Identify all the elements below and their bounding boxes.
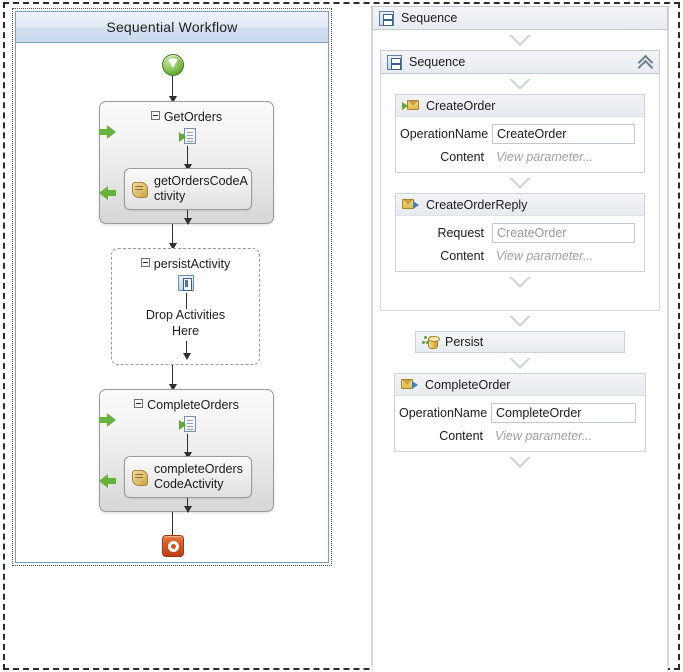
activity-createorderreply-header[interactable]: CreateOrderReply: [396, 194, 644, 216]
activity-persistactivity-header[interactable]: persistActivity: [112, 257, 259, 271]
activity-createorder-header[interactable]: CreateOrder: [396, 95, 644, 117]
persist-icon: [178, 275, 194, 291]
connector-persist-bottom: [182, 341, 191, 360]
activity-createorderreply[interactable]: CreateOrderReply Request CreateOrder Con…: [395, 193, 645, 272]
activity-completeorder-header[interactable]: CompleteOrder: [395, 374, 645, 396]
content-view-parameter-link[interactable]: View parameter...: [495, 429, 593, 443]
activity-completeorders-header[interactable]: CompleteOrders: [100, 398, 273, 412]
code-scroll-icon: [131, 181, 148, 198]
chevron-double-up-icon[interactable]: [637, 54, 653, 70]
connector-getorders-to-persist: [168, 224, 177, 250]
sequential-workflow-surface[interactable]: Sequential Workflow GetOrders: [15, 11, 329, 563]
activity-persistactivity[interactable]: persistActivity Drop Activities Here: [111, 248, 260, 365]
activity-completeorder[interactable]: CompleteOrder OperationName CompleteOrde…: [394, 373, 646, 452]
outer-sequence-header[interactable]: Sequence: [372, 6, 668, 30]
receive-document-icon: [179, 128, 196, 144]
connector-getorders-inner: [183, 146, 192, 171]
connector-completeorders-bottom: [183, 498, 192, 513]
connector-completeorders-inner: [183, 434, 192, 459]
workflow-canvas[interactable]: GetOrders getOrdersCodeActivity: [16, 43, 328, 562]
activity-persist-title: Persist: [445, 335, 484, 349]
connector-completeorders-to-end: [172, 512, 173, 536]
drop-target-arrow[interactable]: [373, 311, 667, 331]
sequence-icon: [387, 54, 402, 70]
inner-sequence-title: Sequence: [409, 55, 466, 69]
start-icon[interactable]: [162, 54, 184, 76]
activity-createorderreply-title: CreateOrderReply: [426, 197, 528, 212]
activity-completeorder-title: CompleteOrder: [425, 377, 511, 392]
activity-label: completeOrdersCodeActivity: [154, 462, 243, 491]
field-row: Content View parameter...: [399, 429, 636, 443]
field-label: Request: [437, 226, 484, 240]
page-title: Sequential Workflow: [16, 12, 328, 43]
content-view-parameter-link[interactable]: View parameter...: [496, 249, 594, 263]
send-reply-message-icon: [402, 198, 419, 211]
operationname-input[interactable]: CreateOrder: [492, 124, 635, 144]
field-row: Content View parameter...: [400, 150, 635, 164]
field-row: OperationName CreateOrder: [400, 124, 635, 144]
stop-icon[interactable]: [162, 535, 184, 557]
activity-createorder-body: OperationName CreateOrder Content View p…: [396, 117, 644, 172]
send-reply-message-icon: [401, 378, 418, 391]
content-view-parameter-link[interactable]: View parameter...: [496, 150, 594, 164]
operationname-input[interactable]: CompleteOrder: [491, 403, 636, 423]
drop-target-arrow[interactable]: [373, 353, 667, 373]
field-row: OperationName CompleteOrder: [399, 403, 636, 423]
activity-createorder-title: CreateOrder: [426, 98, 496, 113]
drop-activities-hint-line1: Drop Activities: [145, 308, 226, 322]
activity-createorder[interactable]: CreateOrder OperationName CreateOrder Co…: [395, 94, 645, 173]
drop-target-arrow[interactable]: [381, 272, 659, 292]
collapse-expander-icon[interactable]: [150, 111, 160, 120]
drop-activities-hint-line2: Here: [171, 324, 200, 338]
receive-document-icon: [179, 416, 196, 432]
wf4-sequence-pane[interactable]: Sequence Sequence: [371, 6, 669, 672]
code-scroll-icon: [131, 469, 148, 486]
activity-createorderreply-body: Request CreateOrder Content View paramet…: [396, 216, 644, 271]
sequential-workflow-pane[interactable]: Sequential Workflow GetOrders: [12, 8, 332, 566]
persist-database-icon: [422, 335, 440, 350]
activity-label: getOrdersCodeActivity: [154, 174, 248, 203]
field-label: OperationName: [399, 406, 488, 420]
connector-getorders-bottom: [183, 210, 192, 225]
drop-target-arrow[interactable]: [373, 452, 667, 472]
field-label: Content: [439, 429, 483, 443]
field-row: Request CreateOrder: [400, 223, 635, 243]
inner-sequence[interactable]: Sequence CreateOrder: [380, 50, 660, 311]
sequence-icon: [379, 10, 394, 26]
drop-target-arrow[interactable]: [381, 173, 659, 193]
drop-target-arrow[interactable]: [373, 30, 667, 50]
activity-persist[interactable]: Persist: [415, 331, 625, 353]
connector-persist-to-completeorders: [168, 365, 177, 391]
field-label: OperationName: [400, 127, 489, 141]
activity-completeorder-body: OperationName CompleteOrder Content View…: [395, 396, 645, 451]
collapse-expander-icon[interactable]: [134, 399, 144, 408]
connector-persist-inner: [186, 293, 187, 309]
drop-target-arrow[interactable]: [381, 74, 659, 94]
receive-message-icon: [402, 99, 419, 112]
field-label: Content: [440, 150, 484, 164]
inner-sequence-body[interactable]: CreateOrder OperationName CreateOrder Co…: [380, 74, 660, 311]
activity-completeorders[interactable]: CompleteOrders completeOrdersCodeActivit…: [99, 389, 274, 513]
activity-getorders[interactable]: GetOrders getOrdersCodeActivity: [99, 101, 274, 225]
field-label: Content: [440, 249, 484, 263]
activity-getorders-header[interactable]: GetOrders: [100, 110, 273, 124]
activity-completeorderscodeactivity[interactable]: completeOrdersCodeActivity: [124, 456, 252, 498]
request-input[interactable]: CreateOrder: [492, 223, 635, 243]
connector-start-to-getorders: [168, 76, 177, 103]
outer-sequence-body[interactable]: Sequence CreateOrder: [372, 30, 668, 672]
collapse-expander-icon[interactable]: [140, 258, 150, 267]
activity-getorderscodeactivity[interactable]: getOrdersCodeActivity: [124, 168, 252, 210]
outer-sequence-title: Sequence: [401, 11, 458, 25]
inner-sequence-header[interactable]: Sequence: [380, 50, 660, 74]
field-row: Content View parameter...: [400, 249, 635, 263]
